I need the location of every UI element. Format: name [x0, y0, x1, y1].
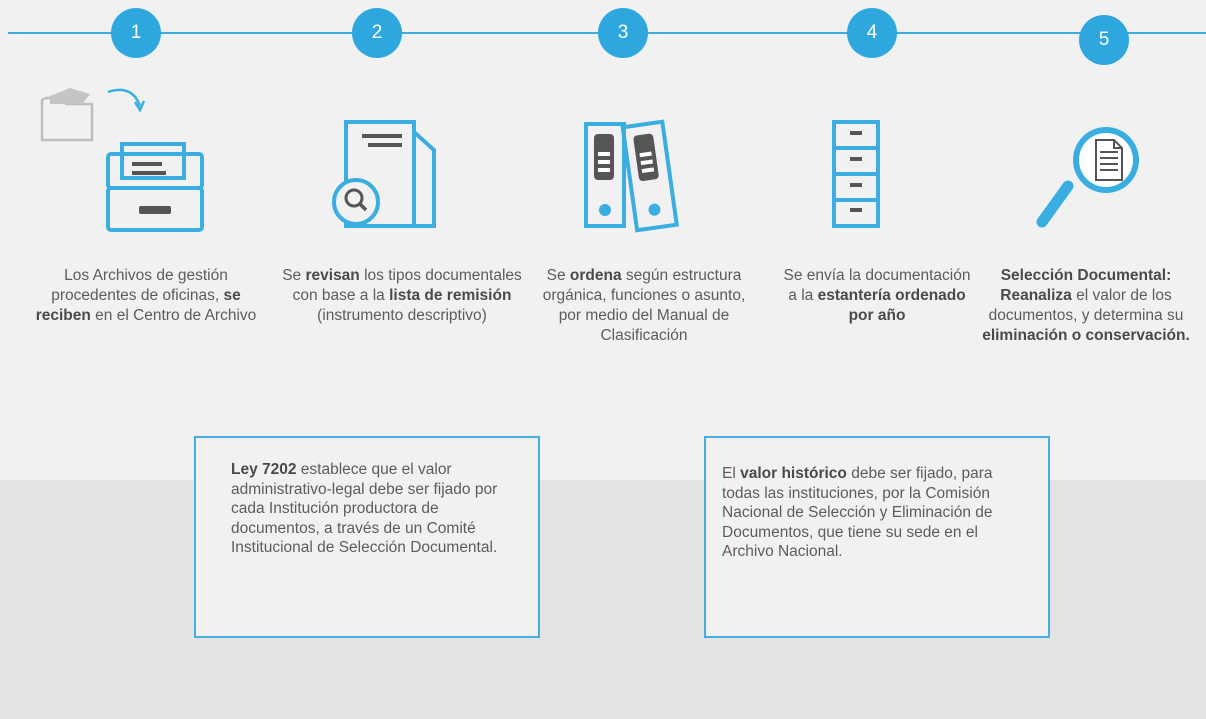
historical-value-note: El valor histórico debe ser fijado, para… — [704, 436, 1050, 638]
step-5-description: Selección Documental: Reanaliza el valor… — [970, 266, 1202, 346]
body-text: los tipos documentales con base a la — [292, 267, 522, 304]
archive-drawer-icon — [40, 88, 204, 232]
document-search-icon — [332, 120, 436, 228]
emphasis-text: lista de remisión — [389, 287, 512, 304]
emphasis-text: eliminación o conservación. — [982, 327, 1190, 344]
emphasis-text: estantería ordenado por año — [817, 287, 966, 324]
step-2-circle: 2 — [352, 8, 402, 58]
emphasis-text: se reciben — [35, 287, 241, 324]
emphasis-text: Ley 7202 — [231, 461, 297, 478]
body-text: el valor de los documentos, y determina … — [988, 287, 1184, 324]
step-4-description: Se envía la documentación a la estanterí… — [782, 266, 972, 326]
step-1-circle: 1 — [111, 8, 161, 58]
step-number: 1 — [130, 22, 142, 43]
body-text: Se — [282, 267, 306, 284]
note-text: Ley 7202 establece que el valor administ… — [231, 460, 514, 558]
law-7202-note: Ley 7202 establece que el valor administ… — [194, 436, 540, 638]
emphasis-text: revisan — [305, 267, 360, 284]
note-text: El valor histórico debe ser fijado, para… — [722, 464, 1030, 562]
body-text: Se — [546, 267, 570, 284]
magnifier-document-icon — [1036, 127, 1139, 228]
step-3-description: Se ordena según estructura orgánica, fun… — [530, 266, 758, 346]
step-3-circle: 3 — [598, 8, 648, 58]
body-text: en el Centro de Archivo — [90, 307, 257, 324]
emphasis-text: ordena — [569, 267, 622, 284]
step-2-description: Se revisan los tipos documentales con ba… — [282, 266, 522, 326]
body-text: establece que el valor administrativo-le… — [231, 461, 498, 556]
body-text: (instrumento descriptivo) — [317, 307, 487, 324]
step-5-circle: 5 — [1079, 15, 1129, 65]
body-text: Se envía la documentación a la — [783, 267, 971, 304]
step-4-circle: 4 — [847, 8, 897, 58]
body-text: El — [722, 465, 741, 482]
shelving-icon — [832, 120, 880, 228]
body-text: según estructura orgánica, funciones o a… — [542, 267, 746, 344]
binders-icon — [584, 119, 680, 233]
step-1-description: Los Archivos de gestión procedentes de o… — [26, 266, 266, 326]
step-number: 5 — [1098, 29, 1110, 50]
body-text: Los Archivos de gestión procedentes de o… — [51, 267, 228, 304]
step-number: 4 — [866, 22, 878, 43]
emphasis-text: valor histórico — [740, 465, 847, 482]
step-number: 2 — [371, 22, 383, 43]
step-number: 3 — [617, 22, 629, 43]
emphasis-text: Selección Documental: Reanaliza — [1000, 267, 1172, 304]
body-text: debe ser fijado, para todas las instituc… — [722, 465, 993, 560]
